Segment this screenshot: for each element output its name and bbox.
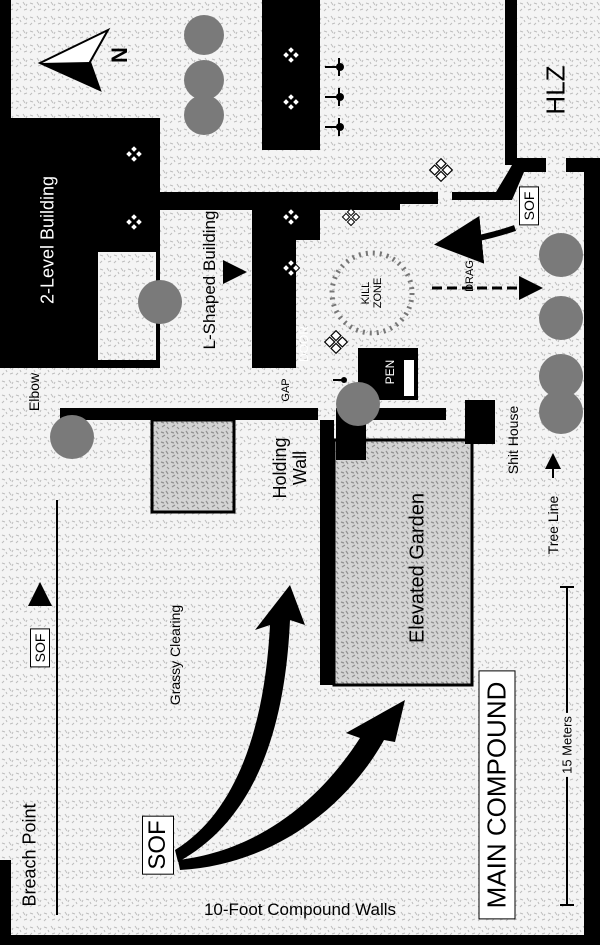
garden-plot [150, 418, 236, 514]
elevated-garden-label: Elevated Garden [406, 492, 429, 644]
tree-icon [50, 15, 583, 459]
north-building [262, 0, 320, 150]
pen-label: PEN [383, 359, 397, 385]
shit-house-label: Shit House [505, 405, 521, 475]
kill-zone-circle [329, 250, 415, 336]
connector-wall [400, 192, 438, 204]
two-level-building-label: 2-Level Building [37, 175, 58, 305]
holding-wall-vertical [320, 420, 334, 685]
window-tiles [124, 45, 361, 278]
elevated-garden-area [332, 438, 474, 687]
kill-zone-label: KILL ZONE [360, 277, 384, 309]
north-arrow-icon [37, 27, 111, 92]
door-label: DOOR [297, 326, 311, 362]
outline-tiles [323, 157, 454, 355]
holding-wall [60, 408, 318, 420]
breach-point-label: Breach Point [19, 803, 40, 907]
shit-house-block [465, 400, 495, 444]
garden-corner-block [336, 420, 366, 460]
compound-walls-label: 10-Foot Compound Walls [203, 900, 397, 919]
arrow-icon [28, 215, 561, 870]
sof-label-main: SOF [142, 815, 174, 875]
helicopter-icon [325, 58, 347, 383]
hlz-wall [505, 0, 517, 165]
drag-label: DRAG [464, 260, 476, 292]
hlz-label: HLZ [540, 65, 571, 115]
gap-label: GAP [280, 378, 292, 402]
elbow-label: Elbow [26, 372, 42, 412]
l-shaped-building-label: L-Shaped Building [200, 210, 219, 350]
main-compound-label: MAIN COMPOUND [478, 670, 516, 920]
grassy-clearing-label: Grassy Clearing [167, 604, 183, 706]
tree-line-label: Tree Line [545, 495, 561, 555]
scale-label: 15 Meters [559, 713, 575, 777]
north-label: N [107, 47, 132, 63]
sof-label-hlz: SOF [519, 186, 539, 226]
pen-opening [404, 360, 414, 396]
sof-label-breach: SOF [30, 628, 50, 668]
holding-wall-label: Holding Wall [270, 437, 310, 499]
hlz-gate-wall [452, 158, 546, 200]
